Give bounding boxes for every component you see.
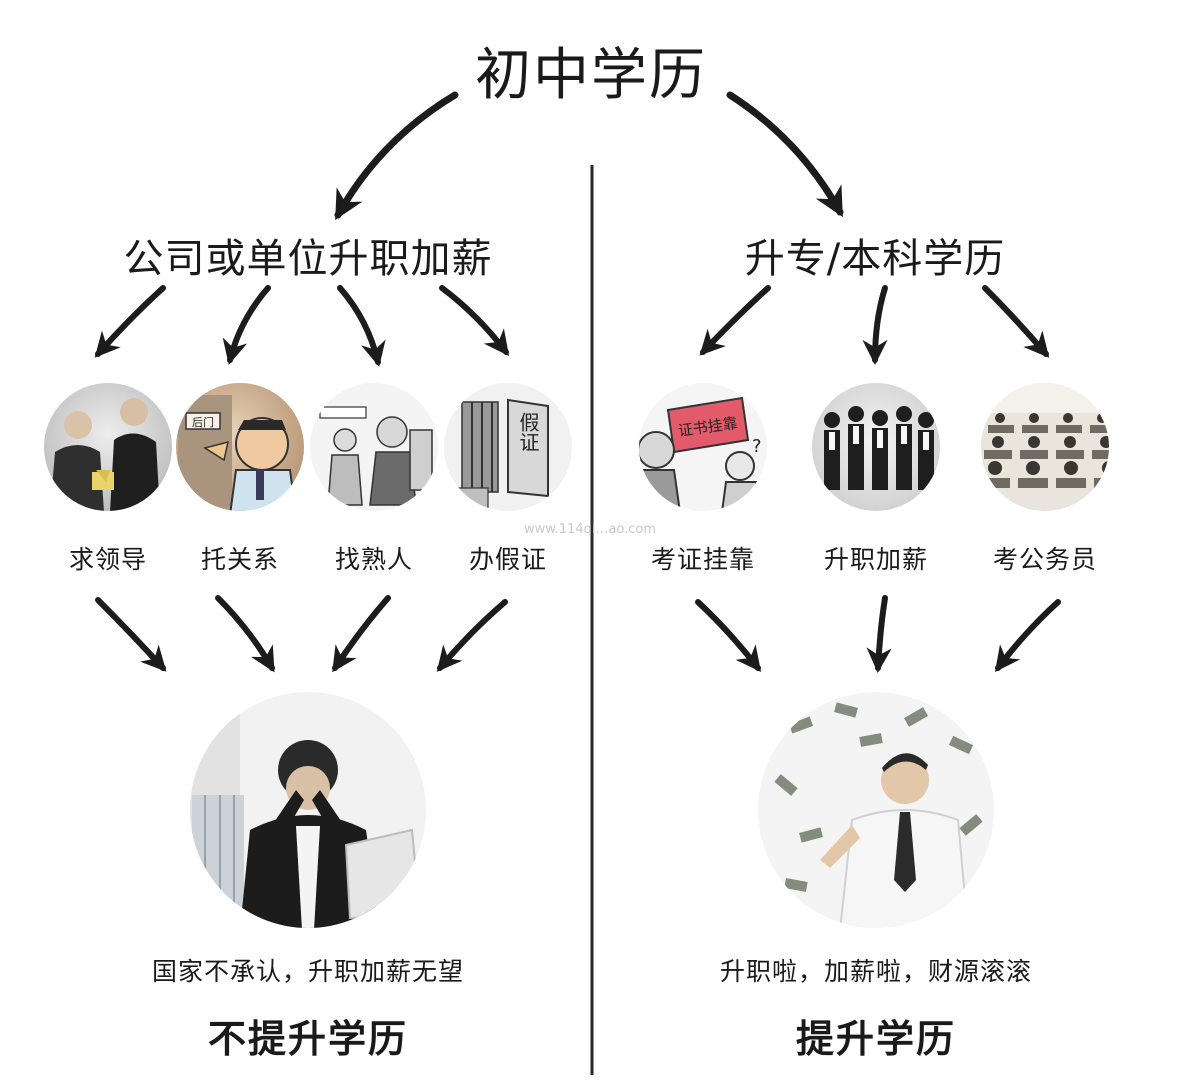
left-option-1: 求领导 bbox=[68, 545, 147, 574]
arrow-left-result-4 bbox=[436, 599, 508, 672]
arrow-left-result-2 bbox=[215, 595, 275, 673]
left-option-2: 托关系 bbox=[200, 545, 279, 574]
watermark: www.114qi…ao.com bbox=[523, 522, 657, 537]
arrow-left-4 bbox=[439, 285, 510, 357]
fake-cert-sign: 假证 bbox=[516, 412, 540, 452]
arrows-left-heading bbox=[94, 285, 510, 367]
left-conclusion: 不提升学历 bbox=[207, 1017, 408, 1061]
right-option-3: 考公务员 bbox=[992, 545, 1097, 574]
arrow-right-result-1 bbox=[695, 599, 762, 672]
arrow-left-result-1 bbox=[95, 597, 167, 672]
left-result-caption: 国家不承认，升职加薪无望 bbox=[151, 957, 464, 986]
arrow-right-2 bbox=[862, 285, 888, 366]
arrow-right-3 bbox=[982, 285, 1050, 358]
page-title: 初中学历 bbox=[475, 43, 707, 108]
arrow-title-left bbox=[334, 91, 459, 221]
image-celebrating-man bbox=[758, 692, 994, 928]
right-result-caption: 升职啦，加薪啦，财源滚滚 bbox=[719, 957, 1032, 986]
arrow-left-1 bbox=[94, 285, 166, 358]
arrow-left-2 bbox=[222, 285, 271, 365]
left-branch-heading: 公司或单位升职加薪 bbox=[123, 236, 493, 282]
arrows-right-heading bbox=[699, 285, 1050, 366]
image-frustrated-man bbox=[190, 692, 426, 928]
arrows-title bbox=[334, 91, 844, 221]
arrow-left-3 bbox=[337, 285, 386, 367]
right-conclusion: 提升学历 bbox=[795, 1017, 956, 1061]
arrow-right-result-3 bbox=[994, 599, 1061, 673]
arrows-right-result bbox=[695, 595, 1061, 674]
arrow-right-result-2 bbox=[866, 595, 892, 674]
right-branch-heading: 升专/本科学历 bbox=[744, 236, 1006, 282]
image-civil-service-exam bbox=[981, 383, 1109, 511]
image-fake-certificate: 假证 bbox=[444, 383, 572, 511]
right-option-2: 升职加薪 bbox=[823, 545, 928, 574]
image-beg-leader bbox=[44, 383, 172, 511]
left-option-4: 办假证 bbox=[468, 545, 547, 574]
left-option-3: 找熟人 bbox=[334, 545, 413, 574]
right-option-1: 考证挂靠 bbox=[650, 545, 755, 574]
svg-text:?: ? bbox=[752, 436, 762, 457]
image-find-acquaintance bbox=[310, 383, 438, 511]
arrow-title-right bbox=[726, 91, 844, 218]
back-door-sign: 后门 bbox=[192, 415, 214, 429]
image-back-door: 后门 bbox=[176, 383, 304, 511]
image-cert-hanging: 证书挂靠 ? bbox=[639, 383, 767, 511]
arrows-left-result bbox=[95, 595, 508, 673]
arrow-right-1 bbox=[699, 285, 771, 356]
image-promotion bbox=[812, 383, 940, 511]
arrow-left-result-3 bbox=[332, 595, 391, 673]
